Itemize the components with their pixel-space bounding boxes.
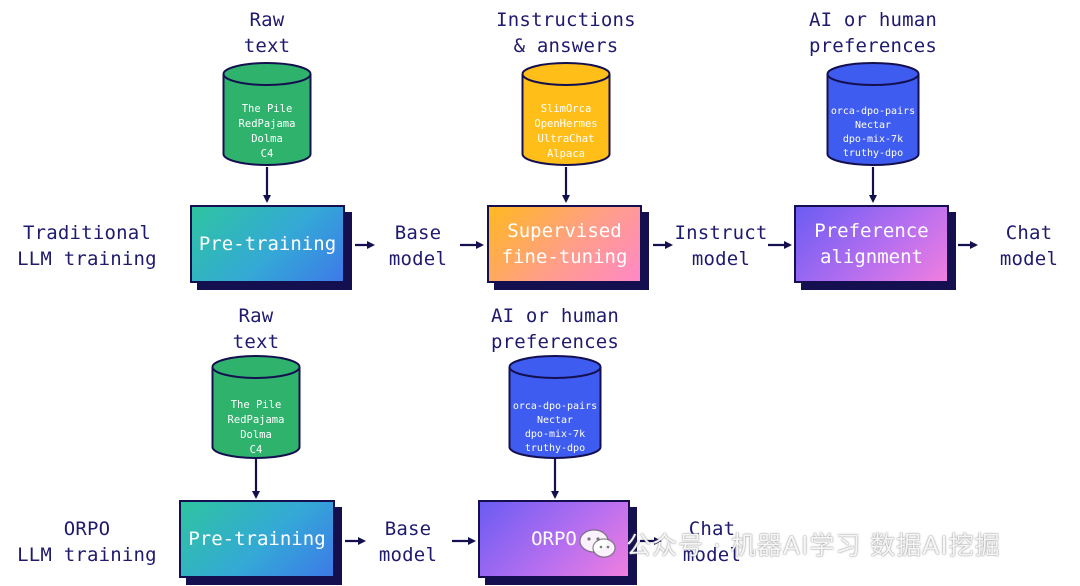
output-chat-model-2: Chat model (682, 518, 742, 566)
output-instruct-model: Instruct model (674, 222, 768, 270)
dataset-item: Dolma (240, 429, 272, 441)
cylinder-title-preferences: AI or human preferences (808, 9, 938, 57)
dataset-item: orca-dpo-pairs (512, 401, 598, 412)
dataset-cylinder-raw-text-2: The Pile RedPajama Dolma C4 (211, 355, 301, 461)
dataset-item: Nectar (536, 415, 574, 426)
row-label-traditional: Traditional LLM training (17, 222, 157, 270)
dataset-item: SlimOrca (540, 103, 592, 115)
sft-box: Supervised fine-tuning (487, 205, 642, 283)
cylinder-title-raw-text: Raw text (243, 9, 291, 57)
dataset-cylinder-preferences-2: orca-dpo-pairs Nectar dpo-mix-7k truthy-… (508, 355, 602, 461)
output-chat-model: Chat model (999, 222, 1059, 270)
pretraining-box: Pre-training (190, 205, 345, 283)
dataset-item: Nectar (854, 120, 892, 131)
cylinder-title-preferences-2: AI or human preferences (490, 305, 620, 353)
output-base-model-2: Base model (378, 518, 438, 566)
dataset-item: Dolma (251, 133, 283, 145)
alignment-box: Preference alignment (794, 205, 949, 283)
dataset-cylinder-preferences: orca-dpo-pairs Nectar dpo-mix-7k truthy-… (826, 62, 920, 168)
pretraining-box-2: Pre-training (179, 500, 335, 578)
dataset-item: truthy-dpo (842, 148, 904, 159)
dataset-item: Alpaca (547, 148, 585, 160)
dataset-cylinder-raw-text: The Pile RedPajama Dolma C4 (222, 62, 312, 168)
dataset-item: orca-dpo-pairs (830, 106, 916, 117)
watermark: 公众号 · 机器AI学习 数据AI挖掘 (578, 524, 1058, 564)
dataset-item: C4 (249, 444, 263, 456)
cylinder-title-instructions: Instructions & answers (496, 9, 636, 57)
dataset-item: RedPajama (227, 414, 285, 426)
dataset-item: C4 (260, 148, 274, 160)
row-label-orpo: ORPO LLM training (17, 518, 157, 566)
dataset-item: truthy-dpo (524, 443, 586, 454)
dataset-item: The Pile (230, 399, 282, 411)
dataset-item: The Pile (241, 103, 293, 115)
dataset-item: dpo-mix-7k (842, 134, 904, 145)
cylinder-title-raw-text-2: Raw text (232, 305, 280, 353)
dataset-item: OpenHermes (534, 118, 598, 130)
wechat-icon (579, 529, 616, 558)
dataset-cylinder-instructions: SlimOrca OpenHermes UltraChat Alpaca (521, 62, 611, 168)
output-base-model: Base model (388, 222, 448, 270)
dataset-item: UltraChat (537, 133, 595, 145)
watermark-text: 公众号 · 机器AI学习 数据AI挖掘 (626, 531, 1001, 560)
dataset-item: RedPajama (238, 118, 296, 130)
dataset-item: dpo-mix-7k (524, 429, 586, 440)
